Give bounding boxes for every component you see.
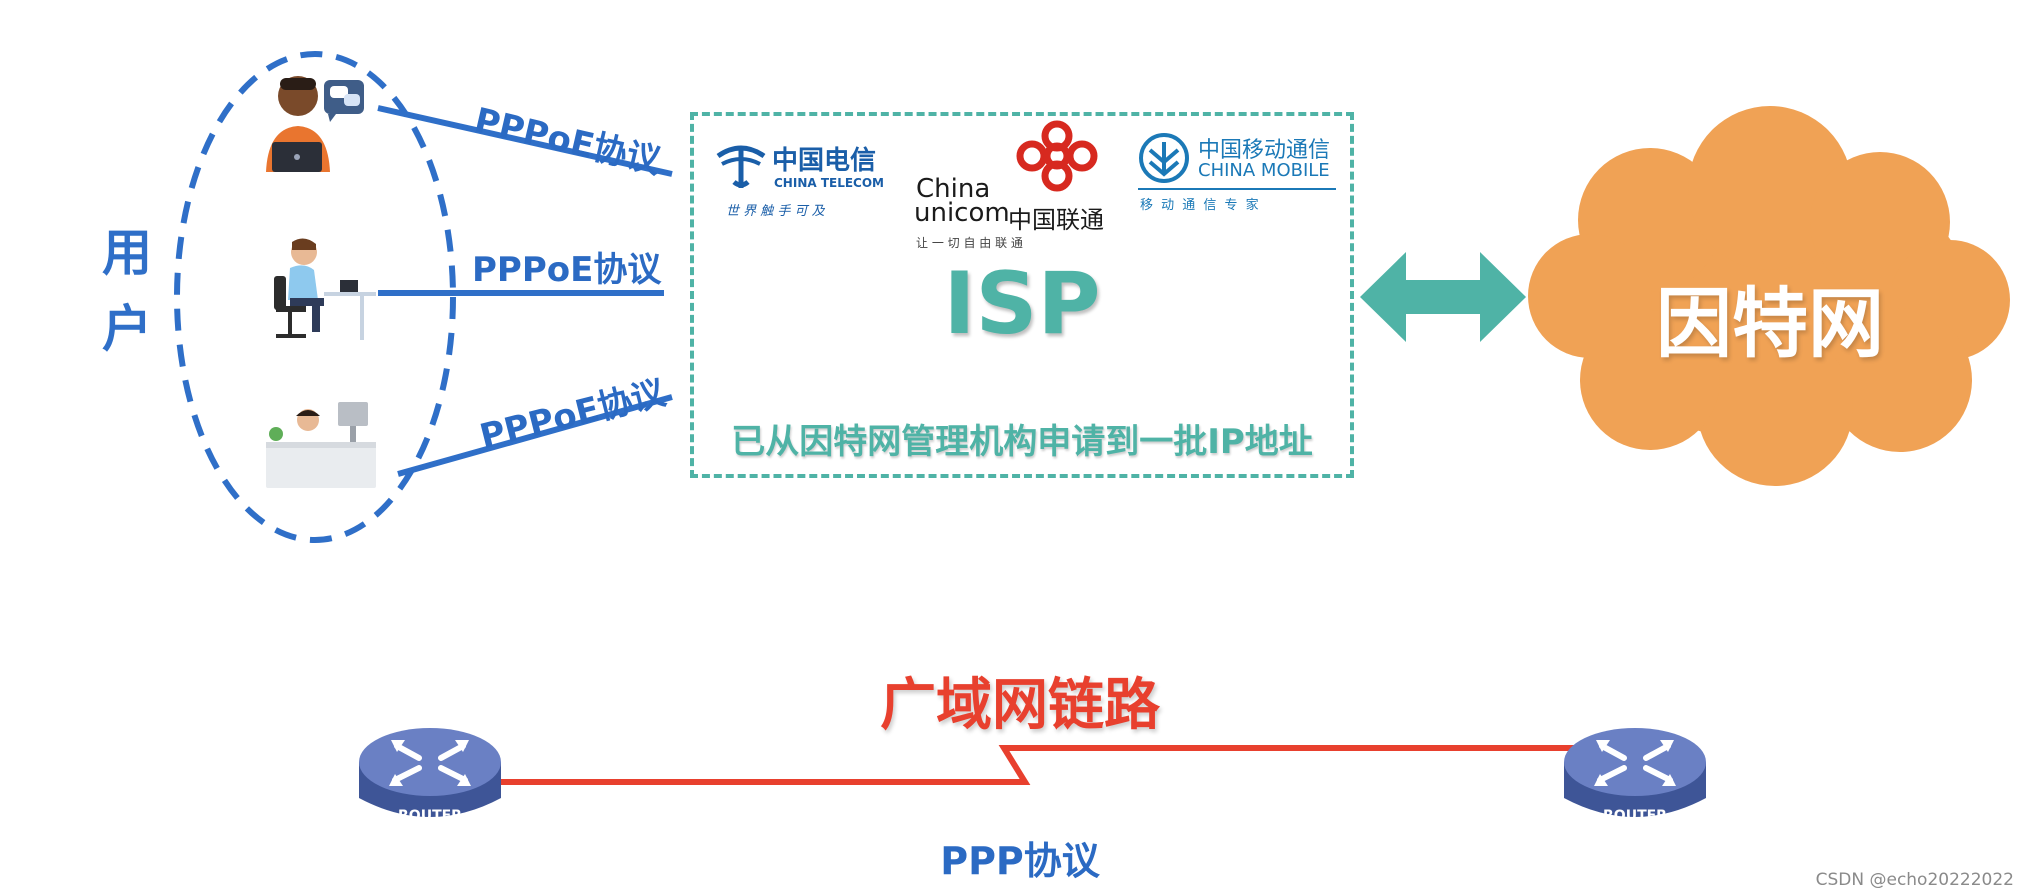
internet-cloud [1528,106,2010,486]
router-right: ROUTER [1560,724,1710,836]
mobile-symbol-icon [1139,133,1189,183]
unicom-name-en-1: China [916,174,991,204]
mobile-name-en: CHINA MOBILE [1198,160,1330,181]
user-desk-icon [274,238,376,340]
mobile-slogan: 移 动 通 信 专 家 [1140,198,1261,213]
link-line-1 [377,105,673,177]
link-line-3 [397,394,673,477]
mobile-divider [1138,188,1336,190]
router-icon [1564,728,1706,817]
unicom-knot-icon [1016,120,1098,192]
isp-box [690,112,1354,478]
telecom-name-en: CHINA TELECOM [774,176,884,190]
china-telecom-logo: 中国电信 CHINA TELECOM 世 界 触 手 可 及 [712,136,884,226]
unicom-name-en-2: unicom [914,198,1010,228]
telecom-name-cn: 中国电信 [772,146,877,176]
unicom-slogan: 让 一 切 自 由 联 通 [916,236,1023,250]
user-office-icon [266,402,376,488]
watermark: CSDN @echo20222022 [1815,870,2014,890]
china-unicom-logo: China unicom 中国联通 让 一 切 自 由 联 通 [912,118,1112,250]
ppp-protocol-label: PPP协议 [940,839,1100,883]
wan-link-label: 广域网链路 [880,673,1160,738]
isp-ip-note: 已从因特网管理机构申请到一批IP地址 [731,422,1313,462]
router-left: ROUTER [355,724,505,836]
user-laptop-icon [266,76,364,172]
mobile-name-cn: 中国移动通信 [1198,138,1331,163]
users-label: 用户 [102,224,154,358]
china-mobile-logo: 中国移动通信 CHINA MOBILE 移 动 通 信 专 家 [1138,128,1338,218]
unicom-name-cn: 中国联通 [1008,206,1104,234]
router-icon [359,728,501,817]
router-label-right: ROUTER [1603,808,1667,824]
users-group-ellipse [174,51,456,543]
link-protocol-label-2: PPPoE协议 [472,250,662,290]
isp-label: ISP [943,254,1101,354]
wan-link-line [500,745,1575,785]
internet-label: 因特网 [1656,279,1884,368]
telecom-slogan: 世 界 触 手 可 及 [726,204,825,219]
telecom-symbol-icon [716,145,766,188]
bidirectional-arrow-icon [1360,252,1526,342]
router-label-left: ROUTER [398,808,462,824]
